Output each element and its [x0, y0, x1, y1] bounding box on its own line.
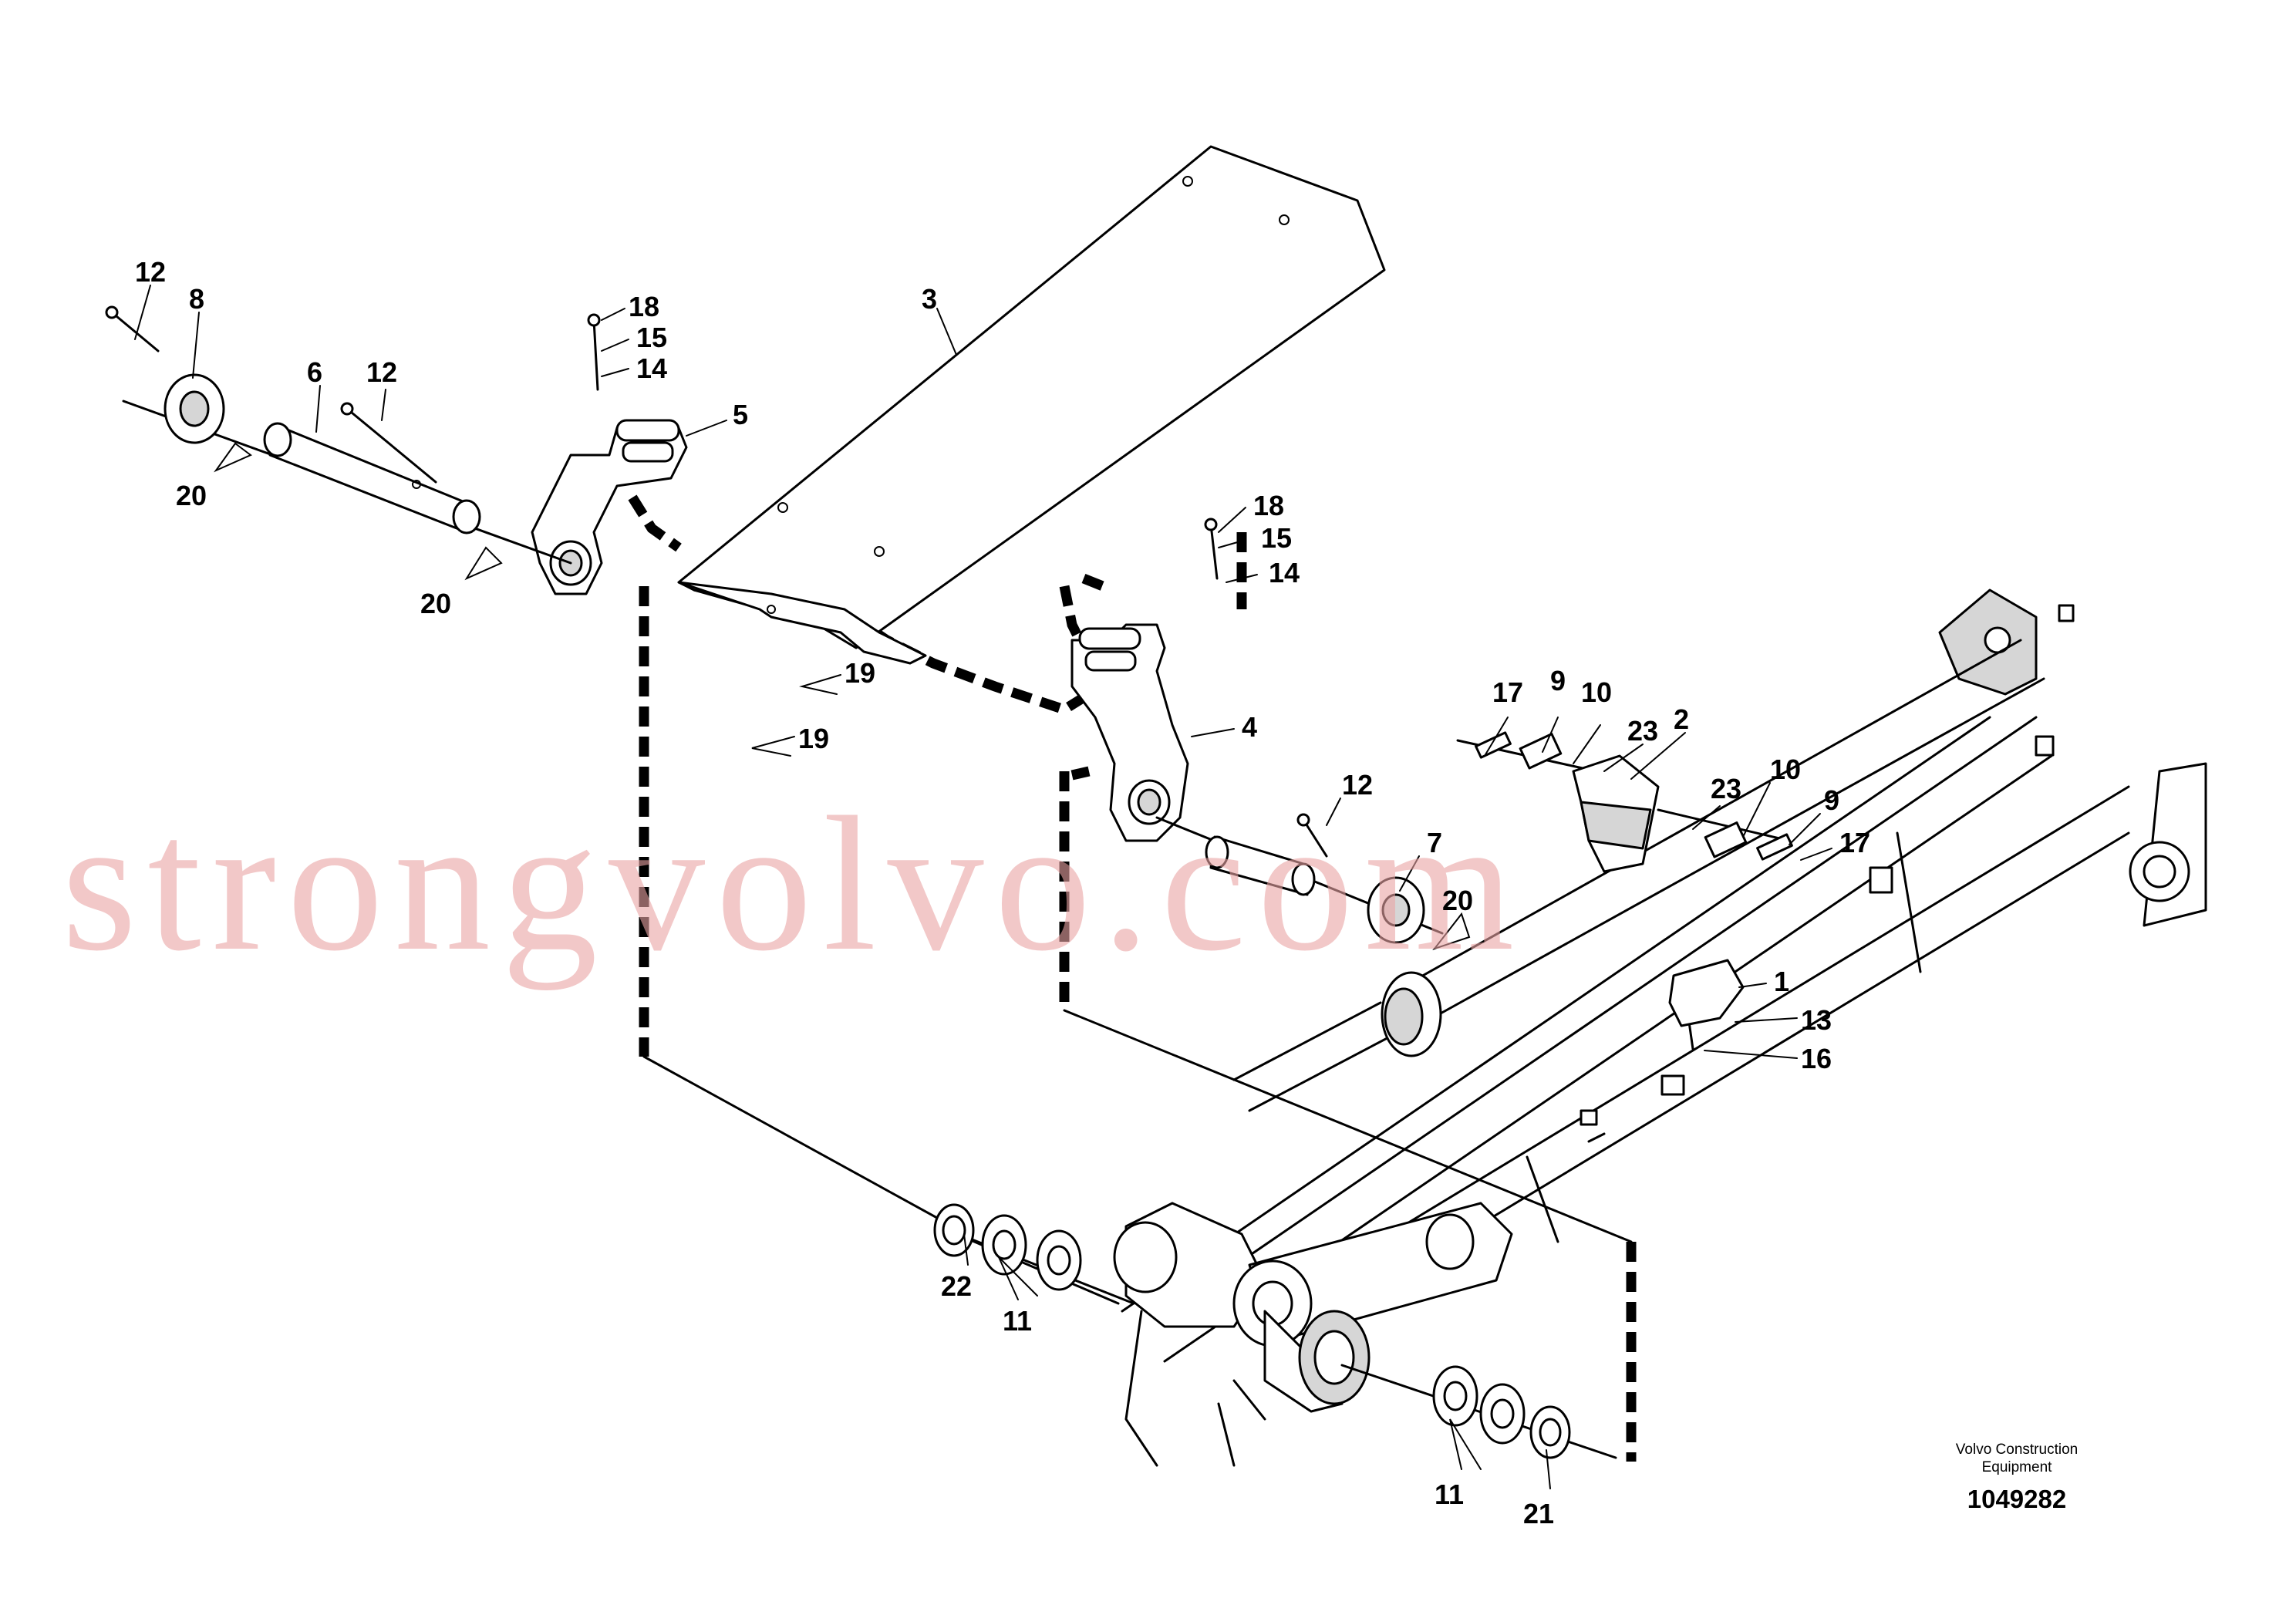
callout-label: 6 [307, 356, 322, 388]
boom-structure [1121, 588, 2207, 1467]
guard-1 [1668, 959, 1745, 1027]
callout-label: 20 [1442, 885, 1473, 916]
callout-label: 9 [1824, 784, 1839, 816]
watermark-text: strongvolvo.com [62, 777, 1525, 991]
cover-plate-flange [677, 581, 927, 665]
callout-label: 18 [629, 291, 659, 322]
callout-label: 2 [1674, 703, 1689, 735]
pin-assembly-right [1155, 816, 1444, 944]
callout-label: 1 [1774, 966, 1789, 997]
washers-lower [933, 1203, 1571, 1459]
callout-label: 17 [1492, 676, 1523, 708]
hydraulic-cylinder [1232, 639, 2045, 1112]
boom-block-2 [2035, 735, 2055, 757]
callout-label: 15 [636, 322, 667, 353]
callout-label: 14 [1269, 557, 1300, 588]
callout-label: 11 [1435, 1479, 1464, 1510]
callout-label: 21 [1523, 1498, 1554, 1529]
callout-label: 14 [636, 352, 667, 384]
callout-label: 15 [1261, 522, 1292, 554]
callout-label: 12 [366, 356, 397, 388]
boom-small-block [1869, 866, 1893, 894]
callout-label: 7 [1427, 827, 1442, 858]
callout-label: 4 [1242, 711, 1257, 743]
callout-label: 13 [1801, 1004, 1832, 1036]
document-number: 1049282 [1967, 1485, 2066, 1513]
pin-6 [268, 423, 468, 534]
callout-label: 20 [420, 588, 451, 619]
callout-labels: 12 8 6 12 20 20 18 15 14 5 3 18 15 14 19… [135, 256, 1870, 1529]
callout-label: 23 [1711, 773, 1741, 804]
brand-block: Volvo Construction Equipment 1049282 [1956, 1442, 2078, 1513]
leader-lines [134, 285, 1832, 1489]
cover-plate-3 [677, 145, 1386, 665]
callout-label: 12 [135, 256, 166, 288]
callout-label: 10 [1581, 676, 1612, 708]
shim-10-left [1519, 733, 1563, 770]
callout-label: 8 [189, 283, 204, 315]
shim-10-right [1704, 821, 1748, 858]
center-bracket-2 [1475, 731, 1793, 873]
callout-label: 18 [1253, 490, 1284, 521]
lower-linkage [1113, 1202, 1513, 1413]
callout-label: 23 [1627, 715, 1658, 747]
callout-label: 5 [733, 399, 748, 430]
callout-label: 20 [176, 480, 207, 511]
callout-label: 16 [1801, 1043, 1832, 1074]
pin-assembly-left [122, 373, 572, 565]
brand-line-2: Equipment [1982, 1459, 2053, 1475]
shim-9-right [1756, 833, 1793, 861]
callout-label: 11 [1003, 1305, 1032, 1337]
callout-label: 19 [845, 657, 875, 689]
callout-label: 9 [1550, 665, 1566, 696]
callout-label: 10 [1770, 754, 1801, 785]
callout-label: 22 [941, 1270, 972, 1302]
shim-9-left [1475, 731, 1512, 759]
bracket-5 [531, 419, 688, 595]
callout-label: 12 [1342, 769, 1373, 801]
callout-label: 3 [922, 283, 937, 315]
callout-label: 17 [1839, 827, 1870, 858]
bracket-4 [1070, 623, 1189, 842]
callout-label: 19 [798, 723, 829, 754]
brand-line-1: Volvo Construction [1956, 1442, 2078, 1458]
